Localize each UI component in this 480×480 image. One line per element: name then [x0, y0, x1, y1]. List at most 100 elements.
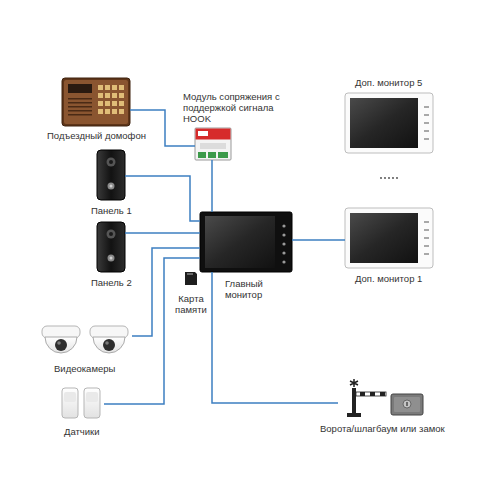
intercom-panel: [62, 78, 130, 126]
barrier-symbol: [347, 379, 386, 417]
motion-sensor-part: [86, 392, 98, 402]
call-panel-part: [97, 222, 125, 272]
main-monitor-part: [205, 216, 275, 268]
continuation-dots-part: [384, 177, 386, 179]
interface-module-part: [195, 128, 231, 160]
intercom-panel-part: [62, 78, 130, 126]
intercom-panel-part: [112, 101, 117, 106]
dome-camera-part: [105, 341, 109, 345]
intercom-panel-part: [68, 102, 92, 104]
call-panel: [97, 150, 125, 200]
intercom-panel-part: [119, 93, 124, 98]
device-label: Подъездный домофон: [47, 130, 146, 141]
extra-monitor: [345, 208, 433, 268]
intercom-panel-part: [119, 85, 124, 90]
continuation-dots-part: [380, 177, 382, 179]
device-label: Главный монитор: [225, 278, 275, 300]
extra-monitor-part: [424, 229, 429, 231]
extra-monitor-part: [424, 245, 429, 247]
main-monitor-part: [282, 260, 285, 263]
extra-monitor-part: [345, 208, 433, 268]
intercom-panel-part: [119, 109, 124, 114]
motion-sensor-part: [62, 388, 78, 418]
device-node: Главный монитор: [200, 212, 292, 272]
intercom-panel-part: [112, 93, 117, 98]
device-node: Панель 1: [97, 150, 125, 200]
extra-monitor-part: [424, 114, 429, 116]
device-label: Видеокамеры: [54, 363, 115, 374]
continuation-dots: [380, 177, 398, 179]
device-label: Панель 1: [91, 205, 132, 216]
signal-wire: [125, 232, 200, 234]
interface-module: [195, 128, 231, 160]
device-label: Ворота/шлагбаум или замок: [320, 423, 445, 434]
call-panel-part: [109, 232, 113, 236]
signal-wire: [212, 272, 338, 403]
lock-symbol-part: [406, 402, 407, 406]
extra-monitor-part: [424, 106, 429, 108]
dome-camera-part: [93, 337, 125, 353]
lock-symbol-part: [394, 397, 420, 412]
extra-monitor: [345, 93, 433, 153]
device-node: Датчики: [60, 386, 104, 420]
device-label: Датчики: [64, 426, 100, 437]
dome-camera-part: [55, 339, 67, 351]
call-panel-part: [108, 183, 115, 190]
device-label: Панель 2: [91, 277, 132, 288]
extra-monitor-part: [424, 130, 429, 132]
main-monitor-part: [200, 212, 292, 272]
interface-module-part: [208, 152, 216, 158]
continuation-dots-part: [388, 177, 390, 179]
extra-monitor-part: [424, 221, 429, 223]
extra-monitor-part: [345, 93, 433, 153]
device-label: Модуль сопряжения с поддержкой сигнала H…: [183, 91, 283, 124]
call-panel: [97, 222, 125, 272]
intercom-panel-part: [64, 80, 128, 124]
motion-sensor-part: [64, 392, 76, 402]
intercom-panel-part: [105, 101, 110, 106]
dome-camera-part: [103, 339, 115, 351]
intercom-panel-part: [119, 101, 124, 106]
barrier-symbol-part: [356, 392, 386, 396]
device-node: Подъездный домофон: [62, 78, 130, 126]
main-monitor-part: [282, 224, 285, 227]
continuation-dots-part: [396, 177, 398, 179]
extra-monitor-part: [424, 138, 429, 140]
extra-monitor-part: [424, 237, 429, 239]
intercom-panel-part: [68, 114, 92, 116]
device-label: Доп. монитор 1: [355, 273, 422, 284]
intercom-panel-part: [98, 101, 103, 106]
call-panel-part: [110, 185, 113, 188]
device-node: Модуль сопряжения с поддержкой сигнала H…: [195, 128, 231, 160]
lock-symbol-part: [391, 394, 423, 415]
device-node: Карта памяти: [185, 272, 197, 285]
barrier-symbol-part: [370, 392, 375, 396]
interface-module-part: [218, 152, 228, 158]
extra-monitor-part: [350, 213, 418, 263]
continuation-dots-part: [392, 177, 394, 179]
signal-wire: [211, 160, 213, 212]
dome-camera-part: [42, 326, 80, 338]
signal-wire: [125, 176, 200, 221]
call-panel-part: [97, 150, 125, 200]
intercom-panel-part: [105, 109, 110, 114]
extra-monitor-part: [424, 122, 429, 124]
intercom-panel-part: [105, 93, 110, 98]
call-panel-part: [109, 160, 113, 164]
intercom-panel-part: [68, 106, 92, 108]
device-node: Панель 2: [97, 222, 125, 272]
dome-camera-part: [57, 341, 61, 345]
call-panel-part: [110, 257, 113, 260]
intercom-panel-part: [68, 110, 92, 112]
lock-symbol: [391, 394, 423, 415]
motion-sensor: [62, 388, 100, 418]
device-node: Видеокамеры: [38, 320, 132, 358]
intercom-panel-part: [68, 98, 92, 100]
device-label: Карта памяти: [171, 293, 211, 315]
intercom-panel-part: [112, 109, 117, 114]
main-monitor: [200, 212, 292, 272]
device-label: Доп. монитор 5: [355, 77, 422, 88]
dome-camera-part: [45, 337, 77, 353]
